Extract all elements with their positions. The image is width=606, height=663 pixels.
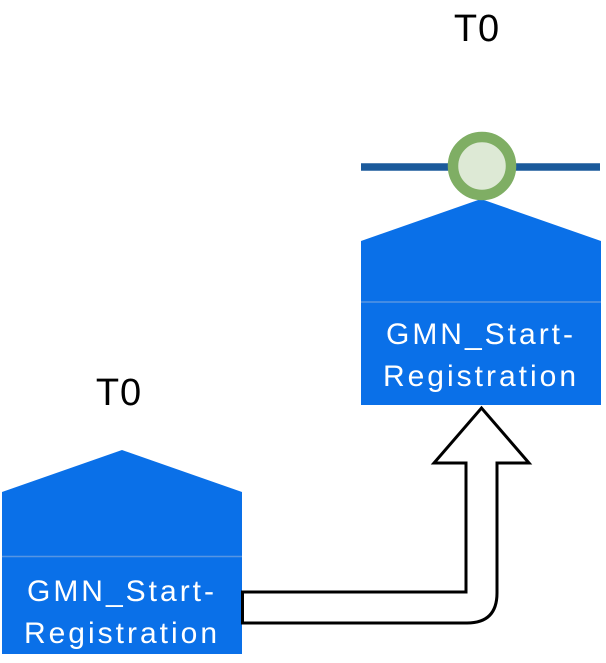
upper-event-group: T0 GMN_Start- Registration: [361, 8, 601, 405]
connector-arrow[interactable]: [241, 405, 533, 625]
upper-node-label-line2: Registration: [383, 360, 579, 393]
lower-event-time-label: T0: [96, 372, 142, 414]
upper-event-time-label: T0: [454, 8, 500, 50]
lower-event-group: T0 GMN_Start- Registration: [2, 372, 242, 654]
timeline-event-circle: [447, 131, 517, 201]
lower-event-node-shape[interactable]: [2, 450, 242, 654]
lower-node-label-line2: Registration: [24, 617, 220, 650]
upper-node-label-line1: GMN_Start-: [386, 318, 576, 351]
lower-node-label-line1: GMN_Start-: [27, 575, 217, 608]
